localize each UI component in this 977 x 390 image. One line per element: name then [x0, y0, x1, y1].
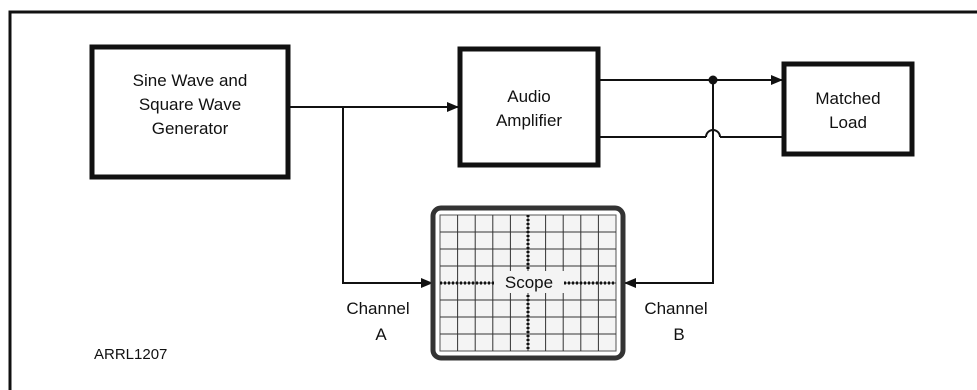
connection-wires	[290, 75, 784, 288]
amplifier-label-line-1: Audio	[507, 87, 550, 106]
channel-a-label-line-2: A	[375, 325, 387, 344]
channel-b-label-line-1: Channel	[644, 299, 707, 318]
channel-a-label-line-1: Channel	[346, 299, 409, 318]
generator-block: Sine Wave and Square Wave Generator	[89, 44, 291, 180]
wire-gen-to-channel-a	[342, 107, 433, 288]
generator-label-line-2: Square Wave	[139, 95, 241, 114]
amplifier-label-line-2: Amplifier	[496, 111, 562, 130]
figure-frame	[8, 10, 977, 390]
oscilloscope: Scope	[430, 205, 626, 361]
generator-label-line-1: Sine Wave and	[133, 71, 248, 90]
channel-b-label-line-2: B	[673, 325, 684, 344]
matched-load-block: Matched Load	[781, 61, 915, 157]
generator-label-line-3: Generator	[152, 119, 229, 138]
load-label-line-2: Load	[829, 113, 867, 132]
figure-id-label: ARRL1207	[94, 346, 167, 363]
amplifier-block: Audio Amplifier	[457, 46, 601, 168]
load-label-line-1: Matched	[815, 89, 880, 108]
scope-label: Scope	[505, 273, 553, 292]
wire-junction-to-channel-b	[624, 80, 714, 288]
